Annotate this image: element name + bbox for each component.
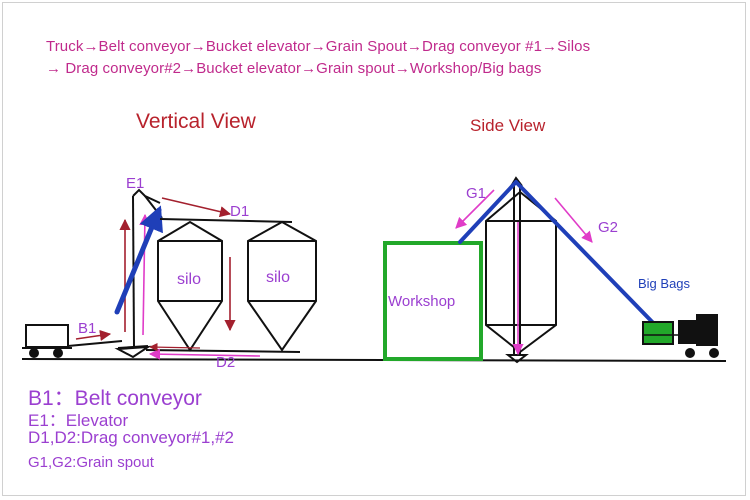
d1-label: D1 [230,203,249,220]
drag-conveyor-2 [145,349,301,353]
workshop-label: Workshop [388,293,455,310]
g1-arrow [455,189,495,229]
b1-arrow [75,329,112,342]
d2-arrow-red [149,342,201,352]
legend-spout: G1,G2:Grain spout [28,454,154,471]
spout-g1 [458,180,518,244]
process-flow-line-2: → Drag conveyor#2→Bucket elevator→Grain … [46,60,542,77]
silo-1 [157,220,223,352]
legend-e1: E1：Elevator [28,411,129,430]
d2-arrow [148,348,261,360]
ground-line [21,358,727,362]
side-view-title: Side View [470,116,546,135]
workshop-building [383,241,483,361]
big-bags-label: Big Bags [638,276,691,291]
b1-label: B1 [78,320,96,337]
silo-1-label: silo [177,271,201,288]
g2-label: G2 [598,219,618,236]
spout-g2 [514,180,664,334]
d1-arrow [161,197,232,218]
truck-icon [22,324,72,358]
drag-conveyor-1 [159,218,293,223]
legend-drag: D1,D2:Drag conveyor#1,#2 [28,428,235,447]
silo-2 [247,220,317,352]
legend-b1: B1：Belt conveyor [28,387,202,410]
elevator-spout [114,205,163,315]
d2-label: D2 [216,354,235,371]
process-flow-line-1: Truck→Belt conveyor→Bucket elevator→Grai… [46,38,591,55]
g1-label: G1 [466,185,486,202]
e1-label: E1 [126,175,144,192]
vertical-view-title: Vertical View [136,110,256,133]
belt-conveyor [67,340,123,347]
silo-2-label: silo [266,269,290,286]
elevator-pink-arrow [139,213,151,336]
big-bags-truck-icon [642,314,719,358]
g2-arrow [554,197,593,243]
